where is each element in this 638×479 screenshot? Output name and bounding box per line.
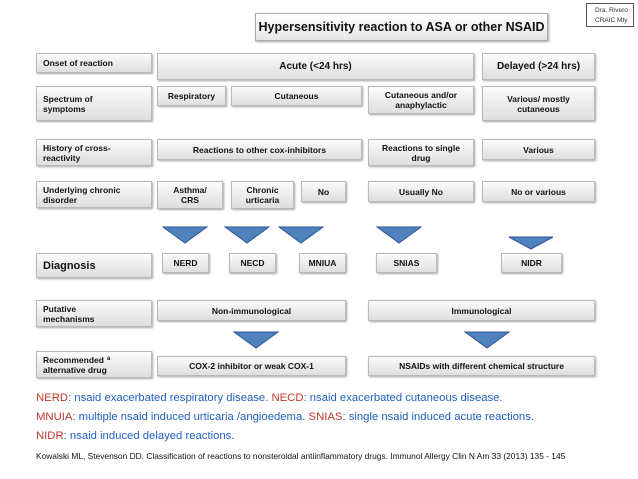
row-label-onset: Onset of reaction [36,53,152,73]
underlying-no-various-box: No or various [482,181,595,202]
watermark-line-2: CRAIC Mty [595,17,628,24]
underlying-no-text: No [317,186,330,197]
row-label-spectrum-text: Spectrum of symptoms [43,93,93,114]
row-label-diagnosis-text: Diagnosis [43,259,96,272]
legend-necd-def: : nsaid exacerbated cutaneous disease. [303,392,503,404]
diagnosis-snias-box: SNIAS [376,253,437,273]
legend-snias-abbr: SNIAS [308,411,343,423]
diagnosis-necd-box: NECD [229,253,276,273]
diagnosis-nerd-text: NERD [173,258,198,268]
diagram-title-text: Hypersensitivity reaction to ASA or othe… [258,20,545,34]
onset-delayed-text: Delayed (>24 hrs) [496,60,581,72]
down-arrow-immunological [464,331,510,349]
spectrum-various-box: Various/ mostly cutaneous [482,86,595,121]
history-other-cox-text: Reactions to other cox-inhibitors [192,144,327,155]
alternative-cox2-box: COX-2 inhibitor or weak COX-1 [157,356,346,376]
onset-acute-box: Acute (<24 hrs) [157,53,474,80]
spectrum-cutaneous-anaphylactic-box: Cutaneous and/or anaphylactic [368,86,474,114]
legend-nerd-abbr: NERD [36,392,69,404]
row-label-underlying: Underlying chronic disorder [36,181,152,208]
row-label-recommended-words: Recommended alternative drug [43,354,107,375]
down-arrow-nidr [508,236,554,250]
abbreviation-legend: NERD: nsaid exacerbated respiratory dise… [36,389,606,446]
diagnosis-mniua-text: MNIUA [308,258,337,268]
spectrum-cutaneous-text: Cutaneous [274,91,319,101]
spectrum-cutaneous-box: Cutaneous [231,86,362,106]
underlying-chronic-urticaria-box: Chronic urticaria [231,181,294,209]
underlying-chronic-urticaria-text: Chronic urticaria [245,185,280,205]
row-label-putative-text: Putative mechanisms [43,303,95,324]
history-single-drug-text: Reactions to single drug [382,142,460,163]
history-single-drug-box: Reactions to single drug [368,139,474,166]
watermark-line-1: Dra. Rivero [595,7,628,14]
history-other-cox-box: Reactions to other cox-inhibitors [157,139,362,160]
down-arrow-non-immunological [233,331,279,349]
legend-mnuia-def: : multiple nsaid induced urticaria /angi… [72,411,309,423]
legend-nidr-def: : nsaid induced delayed reactions. [63,430,235,442]
mechanism-immunological-box: Immunological [368,300,595,321]
author-watermark: Dra. Rivero CRAIC Mty [586,3,634,27]
underlying-no-box: No [301,181,346,202]
row-label-history: History of cross-reactivity [36,139,152,166]
row-label-spectrum: Spectrum of symptoms [36,86,152,121]
legend-mnuia-abbr: MNUIA [36,411,73,423]
diagnosis-nerd-box: NERD [162,253,209,273]
history-various-text: Various [523,144,554,155]
underlying-no-various-text: No or various [511,186,566,197]
onset-delayed-box: Delayed (>24 hrs) [482,53,595,80]
mechanism-immunological-text: Immunological [451,305,512,316]
citation-text: Kowalski ML, Stevenson DD. Classificatio… [36,451,566,461]
diagnosis-nidr-box: NIDR [501,253,562,273]
underlying-asthma-text: Asthma/ CRS [173,185,207,205]
down-arrow-mniua [278,226,324,244]
legend-nidr-abbr: NIDR [36,430,64,442]
spectrum-cutaneous-anaphylactic-text: Cutaneous and/or anaphylactic [384,90,458,110]
diagram-title: Hypersensitivity reaction to ASA or othe… [255,13,548,41]
row-label-putative: Putative mechanisms [36,300,152,327]
citation-reference: Kowalski ML, Stevenson DD. Classificatio… [36,451,616,462]
alternative-nsaids-box: NSAIDs with different chemical structure [368,356,595,376]
diagnosis-nidr-text: NIDR [521,258,542,268]
spectrum-respiratory-text: Respiratory [167,91,216,101]
spectrum-respiratory-box: Respiratory [157,86,226,106]
down-arrow-nerd [162,226,208,244]
alternative-cox2-text: COX-2 inhibitor or weak COX-1 [189,361,314,371]
legend-necd-abbr: NECD [271,392,304,404]
spectrum-various-text: Various/ mostly cutaneous [507,93,570,114]
legend-nerd-def: : nsaid exacerbated respiratory disease. [68,392,272,404]
row-label-onset-text: Onset of reaction [43,58,113,68]
underlying-usually-no-text: Usually No [399,186,443,197]
history-various-box: Various [482,139,595,160]
onset-acute-text: Acute (<24 hrs) [279,60,352,72]
diagnosis-snias-text: SNIAS [393,258,420,268]
down-arrow-necd [224,226,270,244]
underlying-asthma-box: Asthma/ CRS [157,181,223,209]
row-label-history-text: History of cross-reactivity [43,142,111,163]
diagnosis-mniua-box: MNIUA [299,253,346,273]
row-label-underlying-text: Underlying chronic disorder [43,184,121,205]
underlying-usually-no-box: Usually No [368,181,474,202]
diagnosis-necd-text: NECD [240,258,265,268]
alternative-nsaids-text: NSAIDs with different chemical structure [399,361,564,371]
mechanism-non-immunological-box: Non-immunological [157,300,346,321]
down-arrow-snias [376,226,422,244]
mechanism-non-immunological-text: Non-immunological [211,305,292,316]
row-label-diagnosis: Diagnosis [36,253,152,278]
legend-snias-def: : single nsaid induced acute reactions. [342,411,534,423]
superscript-a: a [107,356,111,362]
